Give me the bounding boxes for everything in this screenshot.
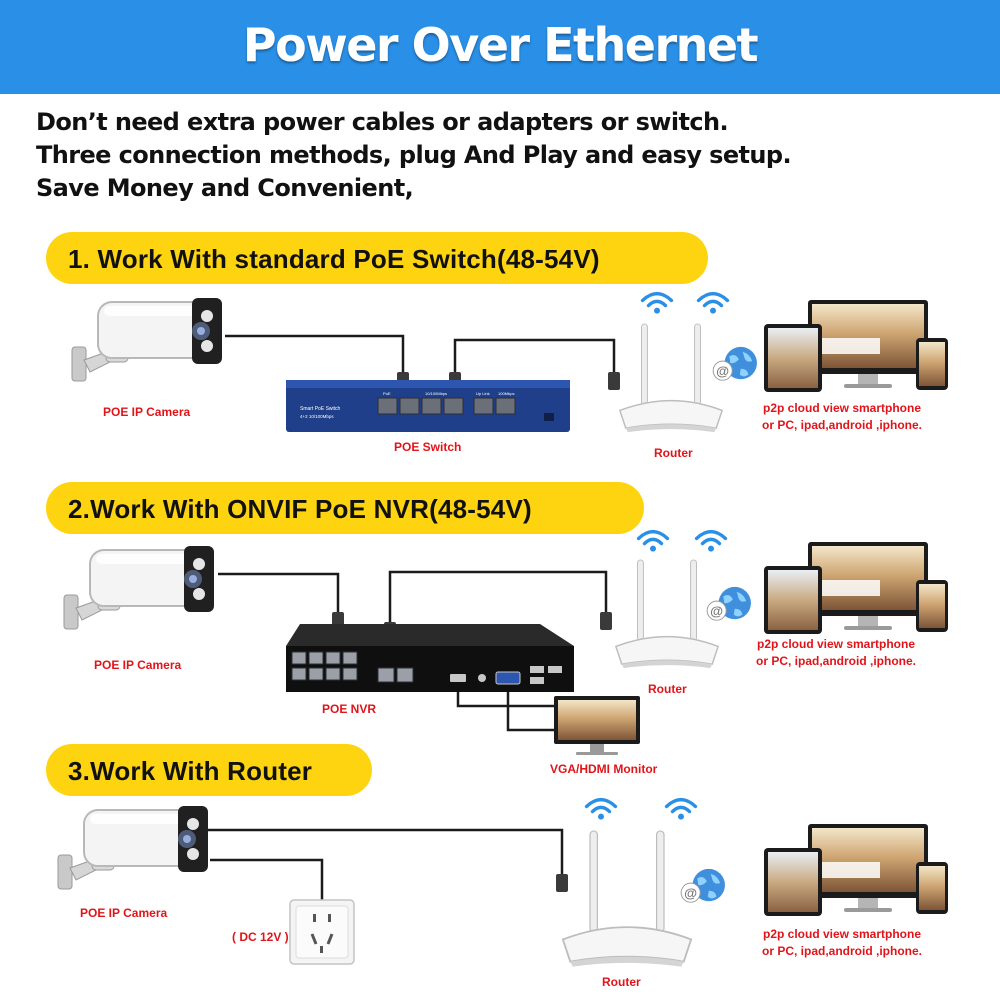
ethernet-cable <box>225 334 405 378</box>
intro-line: Save Money and Convenient, <box>36 174 414 202</box>
section-2-heading: 2.Work With ONVIF PoE NVR(48-54V) <box>46 482 644 534</box>
p2p-view-label: p2p cloud view smartphone or PC, ipad,an… <box>762 401 923 432</box>
camera-label: POE IP Camera <box>80 906 168 920</box>
client-devices-icon <box>764 542 948 634</box>
ethernet-cable <box>208 828 564 878</box>
ethernet-cable <box>218 572 340 618</box>
wifi-icon <box>694 529 728 554</box>
section-1-heading: 1. Work With standard PoE Switch(48-54V) <box>46 232 708 284</box>
wifi-icon <box>664 797 698 822</box>
camera-label: POE IP Camera <box>103 405 191 419</box>
client-devices-icon <box>764 300 948 392</box>
rj45-plug-icon <box>600 612 612 630</box>
ip-camera-icon <box>57 805 209 890</box>
poe-nvr <box>286 624 574 692</box>
switch-model-text: Smart PoE Switch <box>300 406 341 412</box>
power-outlet-icon <box>289 899 355 965</box>
page-title: Power Over Ethernet <box>242 18 759 72</box>
ethernet-cable <box>388 570 608 626</box>
video-cable <box>506 692 556 732</box>
p2p-view-label: p2p cloud view smartphone or PC, ipad,an… <box>756 637 917 668</box>
ethernet-cable <box>453 338 616 378</box>
router-label: Router <box>602 975 641 989</box>
ip-camera-icon <box>71 297 223 382</box>
cloud-globe-icon <box>712 346 758 381</box>
wifi-icon <box>640 291 674 316</box>
ip-camera-icon <box>63 545 215 630</box>
power-cable <box>210 858 324 900</box>
router-icon <box>619 323 723 433</box>
p2p-view-label: p2p cloud view smartphone or PC, ipad,an… <box>762 927 923 958</box>
switch-port-text: 100Mbps <box>498 391 514 396</box>
intro-line: Three connection methods, plug And Play … <box>36 141 792 169</box>
wifi-icon <box>696 291 730 316</box>
poe-switch: Smart PoE Switch 4+2 10/100Mbps PoE 10/1… <box>286 380 570 432</box>
section-2-diagram <box>63 529 948 755</box>
switch-label: POE Switch <box>394 440 462 454</box>
rj45-plug-icon <box>556 874 568 892</box>
switch-port-text: Up Link <box>476 391 490 396</box>
router-label: Router <box>654 446 693 460</box>
client-devices-icon <box>764 824 948 916</box>
vga-hdmi-monitor <box>554 696 640 755</box>
wifi-icon <box>636 529 670 554</box>
router-icon <box>561 829 693 968</box>
nvr-label: POE NVR <box>322 702 377 716</box>
intro-line: Don’t need extra power cables or adapter… <box>36 108 729 136</box>
camera-label: POE IP Camera <box>94 658 182 672</box>
section-3-diagram <box>57 797 948 968</box>
title-banner: Power Over Ethernet <box>0 0 1000 94</box>
router-icon <box>615 559 719 669</box>
dc-power-label: ( DC 12V ) <box>232 930 289 944</box>
switch-port-text: 10/100Mbps <box>425 391 447 396</box>
wifi-icon <box>584 797 618 822</box>
monitor-label: VGA/HDMI Monitor <box>550 762 658 776</box>
intro-text: Don’t need extra power cables or adapter… <box>36 106 792 205</box>
cloud-globe-icon <box>706 586 752 621</box>
rj45-plug-icon <box>608 372 620 390</box>
section-3-heading: 3.Work With Router <box>46 744 372 796</box>
section-1-diagram: Smart PoE Switch 4+2 10/100Mbps PoE 10/1… <box>71 291 948 433</box>
switch-port-text: PoE <box>383 391 391 396</box>
switch-spec-text: 4+2 10/100Mbps <box>300 414 334 419</box>
cloud-globe-icon <box>680 868 726 903</box>
router-label: Router <box>648 682 687 696</box>
